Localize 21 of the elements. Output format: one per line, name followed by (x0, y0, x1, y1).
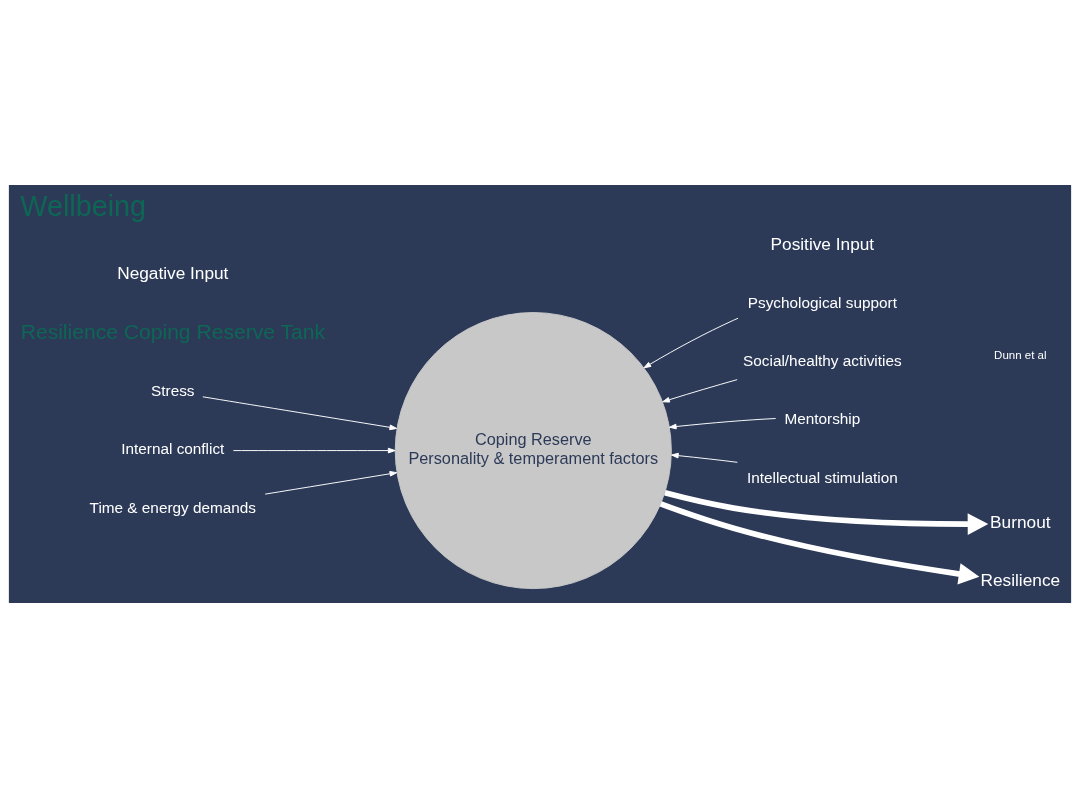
arrow (671, 452, 738, 463)
arrow (202, 395, 398, 430)
arrow (664, 489, 989, 535)
node-text: Mentorship (784, 409, 861, 427)
node-text: Burnout (990, 511, 1051, 532)
arrow (662, 378, 738, 403)
arrow (643, 317, 739, 368)
node-text: Intellectual stimulation (746, 468, 898, 486)
node-text: Stress (151, 381, 195, 399)
arrow (668, 417, 777, 429)
label: Dunn et al (994, 348, 1047, 361)
label: Positive Input (770, 233, 875, 254)
node-text: Resilience (980, 569, 1061, 590)
node-text: Psychological support (747, 293, 897, 311)
arrow (264, 470, 398, 495)
arrow (659, 500, 980, 585)
node-text: Social/healthy activities (743, 351, 902, 369)
arrow (232, 447, 396, 453)
node-text: Time & energy demands (89, 498, 257, 516)
label: Negative Input (117, 262, 229, 283)
node-text: Internal conflict (121, 439, 225, 457)
